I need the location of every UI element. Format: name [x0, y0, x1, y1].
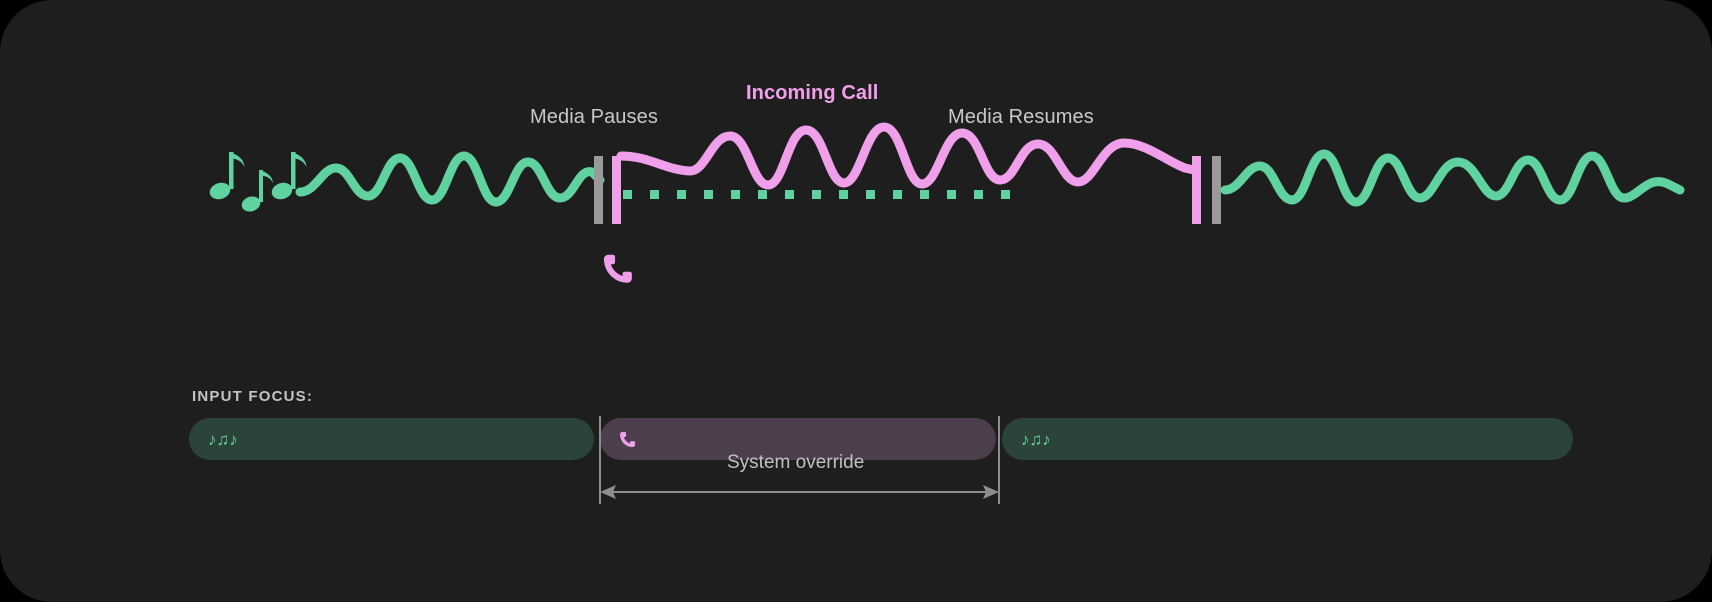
music-notes-icon — [209, 152, 307, 212]
label-incoming-call: Incoming Call — [746, 82, 879, 104]
resume-marker-gray-right — [1212, 156, 1221, 224]
input-focus-title: INPUT FOCUS: — [192, 388, 314, 405]
timeline-stage: Media Pauses Incoming Call Media Resumes — [209, 82, 1685, 283]
label-media-resumes: Media Resumes — [948, 106, 1094, 128]
waveform-call — [616, 122, 1199, 190]
waveform-media-after — [1220, 149, 1685, 207]
focus-track-media-before[interactable]: ♪♫♪ — [189, 418, 594, 460]
resume-marker-pink-right — [1192, 156, 1201, 224]
media-paused-dotted-line — [623, 190, 1010, 199]
phone-icon — [619, 431, 636, 448]
input-focus-section: INPUT FOCUS: ♪♫♪ ♪♫♪ — [0, 372, 1712, 602]
override-arrow-left — [600, 485, 616, 499]
music-notes-icon: ♪♫♪ — [208, 429, 238, 449]
waveform-media-before — [295, 151, 605, 207]
focus-track-media-after[interactable]: ♪♫♪ — [1002, 418, 1573, 460]
focus-track-call[interactable] — [600, 418, 996, 460]
pause-marker-gray-left — [594, 156, 603, 224]
phone-icon — [603, 254, 632, 283]
focus-track-list: ♪♫♪ ♪♫♪ — [0, 418, 1712, 460]
system-override-bracket: System override — [0, 372, 1712, 602]
label-media-pauses: Media Pauses — [530, 106, 658, 128]
pause-marker-pink-left — [612, 156, 621, 224]
override-arrow-right — [983, 485, 999, 499]
music-notes-icon: ♪♫♪ — [1021, 429, 1051, 449]
